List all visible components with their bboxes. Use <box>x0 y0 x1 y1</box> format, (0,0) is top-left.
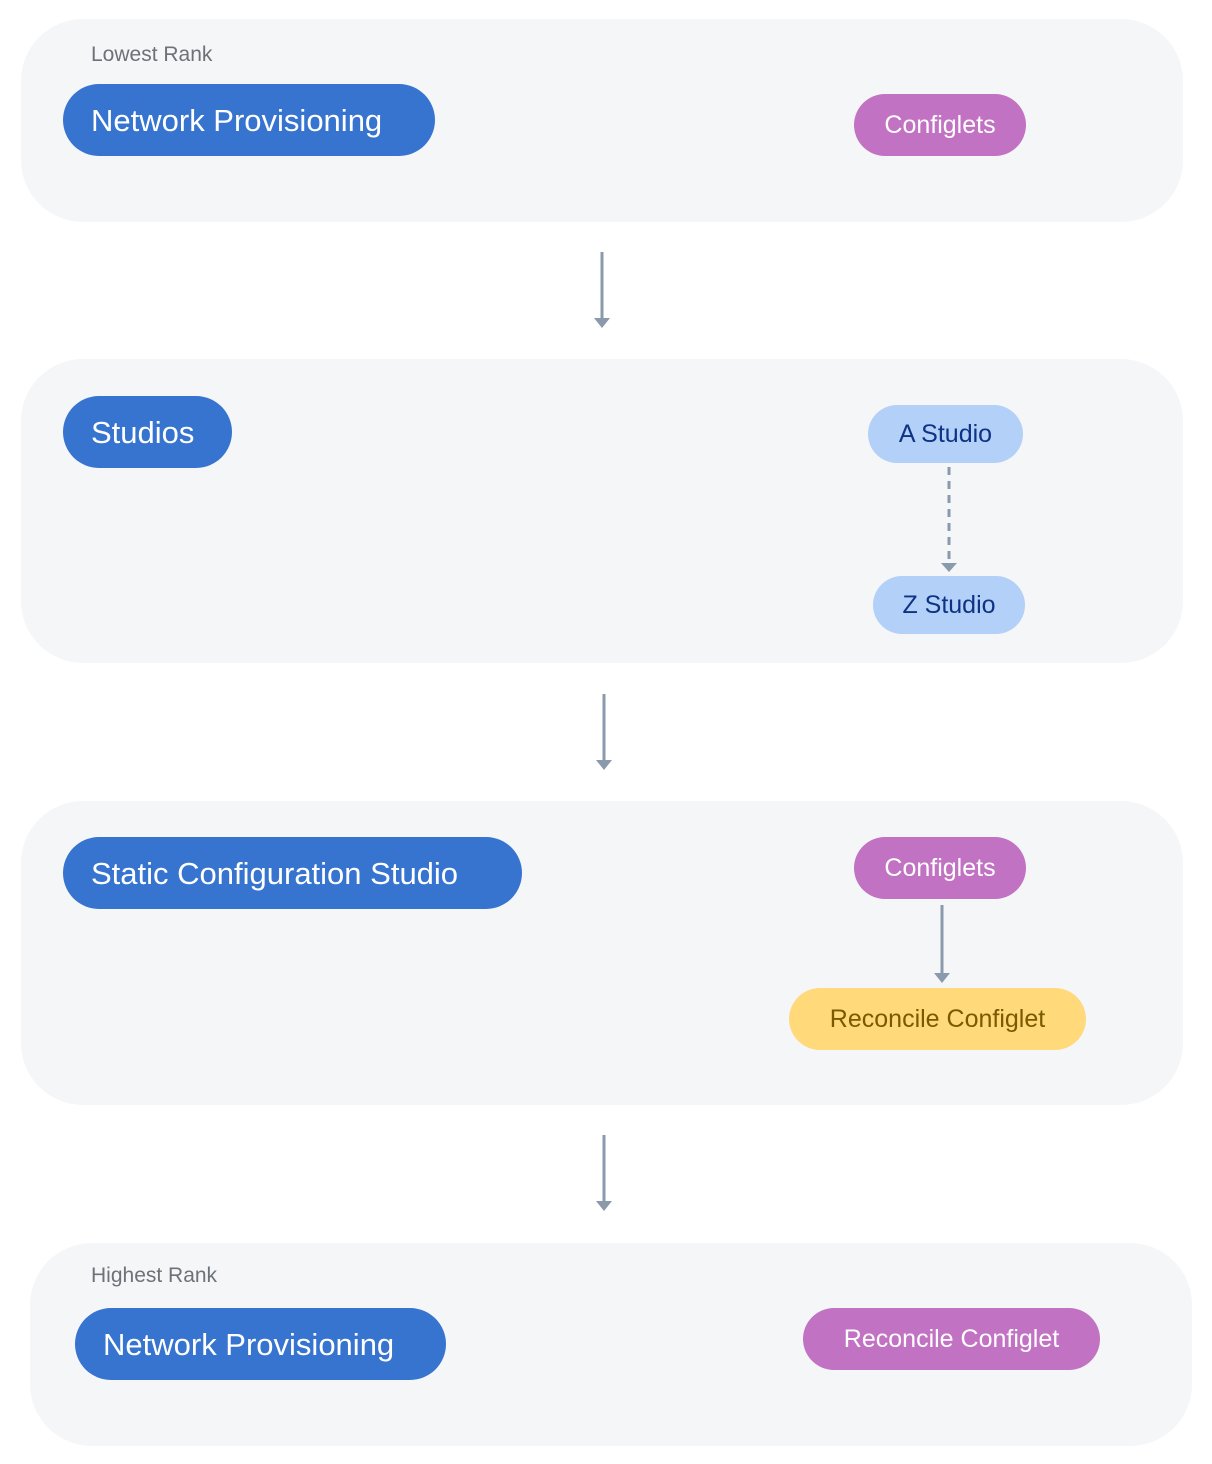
highest-rank-label: Highest Rank <box>91 1264 218 1287</box>
configlets-static-node: Configlets <box>854 837 1026 899</box>
z-studio-node: Z Studio <box>873 576 1025 634</box>
configlets-lowest-node: Configlets <box>854 94 1026 156</box>
tier-3-to-4-arrow <box>596 1135 612 1211</box>
tier-static-config-panel: Static Configuration Studio Configlets R… <box>21 801 1183 1105</box>
tier-studios-panel: Studios A Studio Z Studio <box>21 359 1183 663</box>
network-provisioning-lowest-node: Network Provisioning <box>63 84 435 156</box>
configlets-to-reconcile-arrow <box>934 905 950 983</box>
tier-2-to-3-arrow <box>596 694 612 770</box>
a-studio-node: A Studio <box>868 405 1023 463</box>
tier-highest-rank-panel: Highest Rank Network Provisioning Reconc… <box>30 1243 1192 1446</box>
reconcile-configlet-highest-node: Reconcile Configlet <box>803 1308 1100 1370</box>
a-to-z-studio-dashed-arrow <box>941 467 957 572</box>
static-configuration-studio-node: Static Configuration Studio <box>63 837 522 909</box>
network-provisioning-highest-node: Network Provisioning <box>75 1308 446 1380</box>
studios-node: Studios <box>63 396 232 468</box>
tier-1-to-2-arrow <box>594 252 610 328</box>
tier-lowest-rank-panel: Lowest Rank Network Provisioning Configl… <box>21 19 1183 222</box>
lowest-rank-label: Lowest Rank <box>91 43 213 66</box>
reconcile-configlet-static-node: Reconcile Configlet <box>789 988 1086 1050</box>
